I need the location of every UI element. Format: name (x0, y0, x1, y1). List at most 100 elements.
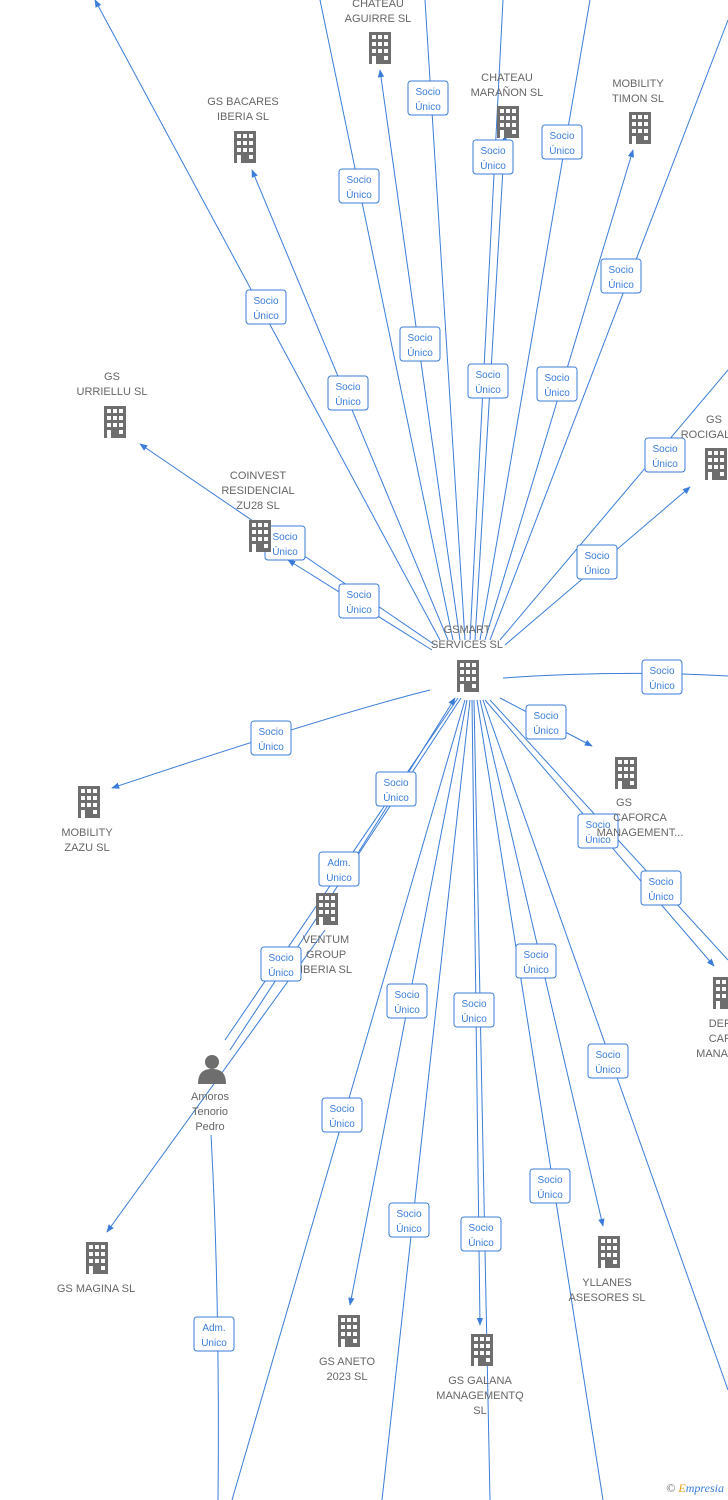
node-mobility-timon[interactable]: MOBILITY TIMON SL (612, 78, 664, 144)
svg-text:Único: Único (461, 1012, 487, 1025)
svg-text:Socio: Socio (649, 666, 674, 677)
svg-text:Único: Único (329, 1117, 355, 1130)
svg-text:Socio: Socio (253, 296, 278, 307)
edge-to-off-bottom-4 (476, 699, 604, 1500)
nodes: GSMART SERVICES SL CHATEAU AGUIRRE SL CH… (57, 0, 728, 1417)
node-coinvest[interactable]: COINVEST RESIDENCIAL ZU28 SL (221, 470, 295, 552)
copyright-symbol: © (666, 1481, 676, 1495)
svg-text:Único: Único (584, 564, 610, 577)
svg-text:MOBILITY: MOBILITY (612, 78, 664, 90)
node-chateau-maranon[interactable]: CHATEAU MARAÑON SL (471, 72, 544, 138)
svg-text:GS ANETO: GS ANETO (319, 1356, 375, 1368)
svg-text:Socio: Socio (394, 990, 419, 1001)
svg-text:Único: Único (549, 144, 575, 157)
svg-text:Único: Único (346, 188, 372, 201)
node-gsmart-services[interactable]: GSMART SERVICES SL (431, 624, 503, 692)
svg-text:MARAÑON SL: MARAÑON SL (471, 86, 544, 99)
node-chateau-aguirre[interactable]: CHATEAU AGUIRRE SL (345, 0, 412, 64)
svg-text:Socio: Socio (346, 175, 371, 186)
svg-text:Socio: Socio (335, 382, 360, 393)
edge-to-off-top-1 (319, 0, 454, 641)
svg-text:Adm.: Adm. (202, 1323, 225, 1334)
svg-text:GS: GS (104, 371, 120, 383)
svg-text:CHATEAU: CHATEAU (481, 72, 533, 84)
edge-to-off-bottom-3 (473, 699, 491, 1500)
node-amoros-tenorio-pedro[interactable]: Amoros Tenorio Pedro (191, 1055, 229, 1133)
node-gs-magina[interactable]: GS MAGINA SL (57, 1242, 135, 1295)
svg-text:AGUIRRE SL: AGUIRRE SL (345, 13, 412, 25)
svg-text:Socio: Socio (475, 370, 500, 381)
svg-text:Socio: Socio (407, 333, 432, 344)
svg-text:Único: Único (346, 603, 372, 616)
svg-text:Único: Único (595, 1063, 621, 1076)
node-yllanes[interactable]: YLLANES ASESORES SL (568, 1236, 646, 1304)
svg-text:Tenorio: Tenorio (192, 1106, 228, 1118)
brand-logo-rest: mpresia (685, 1481, 724, 1495)
node-gs-urriellu[interactable]: GS URRIELLU SL (77, 371, 148, 438)
svg-text:ROCIGALGO: ROCIGALGO (681, 429, 728, 441)
svg-text:MOBILITY: MOBILITY (61, 827, 113, 839)
svg-text:CHATEAU: CHATEAU (352, 0, 404, 10)
svg-text:Único: Único (523, 963, 549, 976)
svg-text:Socio: Socio (415, 87, 440, 98)
svg-text:Socio: Socio (383, 778, 408, 789)
node-gs-rocigalgo[interactable]: GS ROCIGALGO (681, 414, 728, 480)
node-gs-aneto[interactable]: GS ANETO 2023 SL (319, 1315, 375, 1383)
svg-text:Único: Único (253, 309, 279, 322)
svg-text:Socio: Socio (268, 953, 293, 964)
svg-text:MANAGEMENT...: MANAGEMENT... (597, 827, 684, 839)
edge-to-zazu (111, 689, 431, 789)
svg-text:Socio: Socio (272, 532, 297, 543)
relation-label-adm-unico: Adm. Unico (193, 1316, 235, 1352)
svg-text:Socio: Socio (523, 950, 548, 961)
svg-text:Unico: Unico (326, 873, 352, 884)
svg-text:TIMON SL: TIMON SL (612, 93, 664, 105)
svg-text:Único: Único (652, 457, 678, 470)
svg-text:URRIELLU SL: URRIELLU SL (77, 386, 148, 398)
svg-text:Socio: Socio (652, 444, 677, 455)
svg-text:ZU28 SL: ZU28 SL (236, 500, 279, 512)
svg-text:Único: Único (407, 346, 433, 359)
svg-text:IBERIA SL: IBERIA SL (300, 964, 352, 976)
svg-text:SL: SL (473, 1405, 486, 1417)
node-ventum-group[interactable]: VENTUM GROUP IBERIA SL (300, 893, 352, 976)
node-label-line: SERVICES SL (431, 639, 503, 651)
edge-to-off-top-3 (479, 0, 591, 641)
node-gs-galana[interactable]: GS GALANA MANAGEMENTQ SL (436, 1334, 524, 1417)
svg-text:Único: Único (394, 1003, 420, 1016)
edge-to-off-top-right (489, 19, 728, 641)
svg-text:Socio: Socio (549, 131, 574, 142)
svg-text:Socio: Socio (595, 1050, 620, 1061)
svg-text:COINVEST: COINVEST (230, 470, 287, 482)
node-dep-capital[interactable]: DEP CAP MANAGE (696, 977, 728, 1060)
brand-logo-initial: E (678, 1481, 686, 1495)
svg-text:Amoros: Amoros (191, 1091, 229, 1103)
svg-text:GS: GS (616, 797, 632, 809)
edge-amoros-down (210, 1134, 219, 1500)
svg-text:Unico: Unico (201, 1338, 227, 1349)
svg-text:GS: GS (706, 414, 722, 426)
node-gs-caforca[interactable]: GS CAFORCA MANAGEMENT... (597, 757, 684, 839)
node-gs-bacares[interactable]: GS BACARES IBERIA SL (207, 96, 279, 163)
svg-text:Socio: Socio (329, 1104, 354, 1115)
edges (94, 0, 728, 1500)
node-mobility-zazu[interactable]: MOBILITY ZAZU SL (61, 786, 113, 854)
svg-text:Socio: Socio (533, 711, 558, 722)
node-label-line: GSMART (444, 624, 491, 636)
svg-text:Único: Único (648, 890, 674, 903)
svg-text:GS GALANA: GS GALANA (448, 1375, 512, 1387)
svg-text:Socio: Socio (584, 551, 609, 562)
